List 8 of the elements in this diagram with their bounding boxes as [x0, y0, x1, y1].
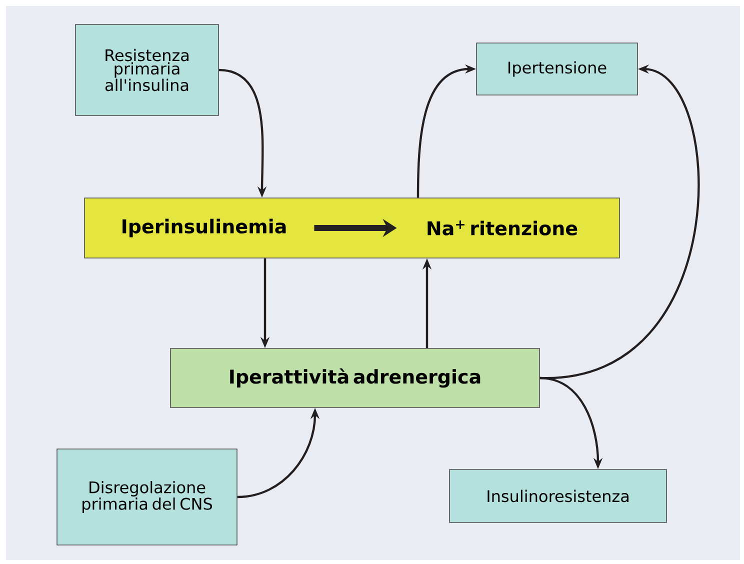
node-label: Iperinsulinemia — [122, 218, 286, 238]
node-label: Na$^{+}$ ritenzione — [428, 220, 578, 236]
cause-box: Insulinoresistenza — [449, 469, 667, 523]
cause-box: Disregolazione primaria del CNS — [56, 448, 238, 546]
cause-box: Ipertensione — [476, 42, 638, 96]
process-box: Iperattività adrenergica — [170, 348, 540, 408]
cause-box: Resistenza primaria all'insulina — [75, 24, 219, 116]
process-band — [84, 198, 620, 258]
